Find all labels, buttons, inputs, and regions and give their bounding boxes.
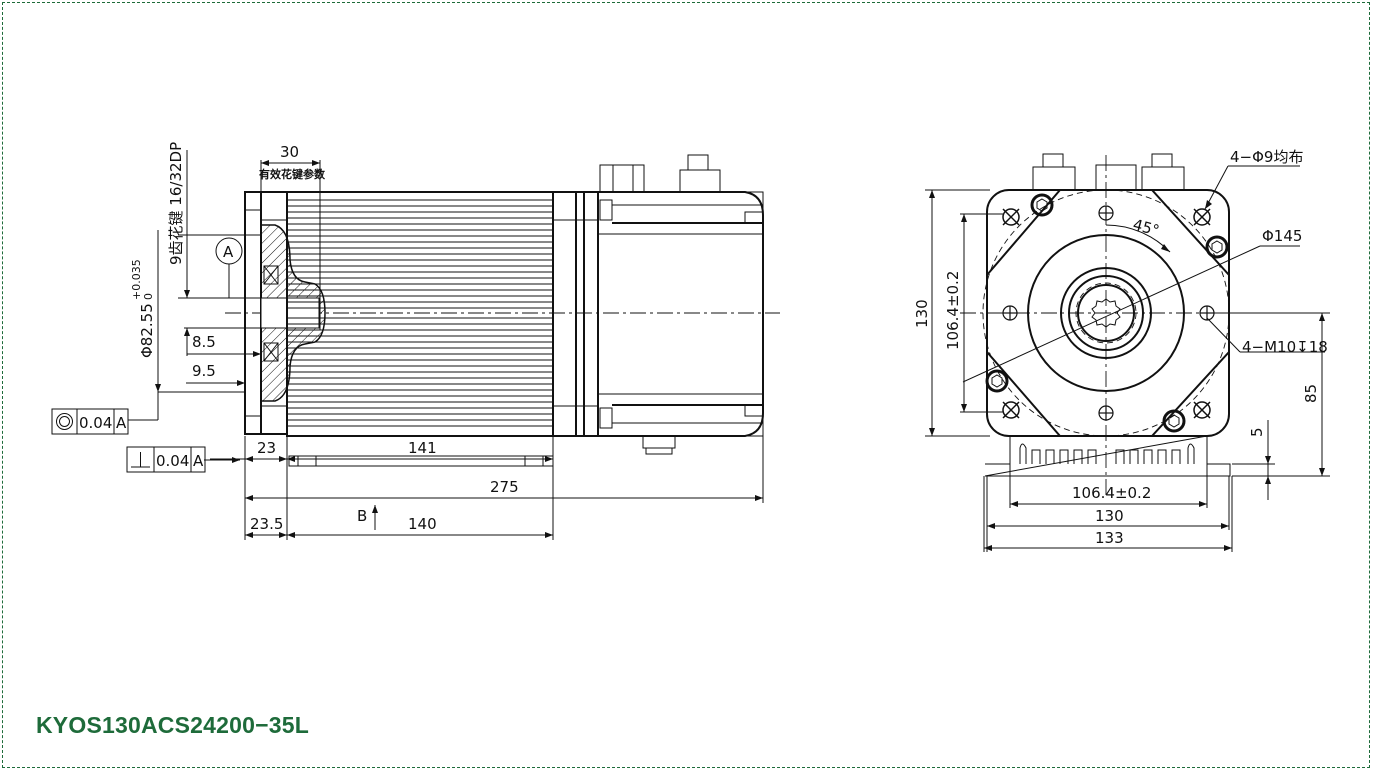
pilot-diameter: Φ82.55	[138, 303, 156, 358]
horiz-106: 106.4±0.2	[1072, 484, 1151, 502]
pilot-tol-lower: 0	[142, 293, 155, 300]
dim-140: 140	[408, 515, 437, 533]
spline-note: 9齿花键 16/32DP	[167, 142, 185, 265]
bolt-circle-diameter: Φ145	[1262, 227, 1302, 245]
view-b-label: B	[357, 507, 367, 525]
spline-effective-note: 有效花键参数	[259, 167, 326, 181]
concentricity-tol: 0.04	[79, 414, 112, 432]
vert-106: 106.4±0.2	[944, 271, 962, 350]
width-130: 130	[1095, 507, 1124, 525]
dim-23-5: 23.5	[250, 515, 283, 533]
dim-9-5: 9.5	[192, 362, 216, 380]
dim-141: 141	[408, 439, 437, 457]
perpendicularity-datum: A	[193, 452, 204, 470]
datum-a-label: A	[223, 243, 234, 261]
dim-8-5: 8.5	[192, 333, 216, 351]
pilot-tol-upper: +0.035	[130, 259, 143, 300]
dim-5: 5	[1248, 427, 1266, 437]
thread-note: 4−M10↧18	[1242, 338, 1328, 356]
end-view	[925, 153, 1330, 552]
dim-30: 30	[280, 143, 299, 161]
dim-275: 275	[490, 478, 519, 496]
dim-23: 23	[257, 439, 276, 457]
angle-45: 45°	[1131, 215, 1161, 239]
height-130: 130	[913, 299, 931, 328]
width-133: 133	[1095, 529, 1124, 547]
hole-note: 4−Φ9均布	[1230, 148, 1303, 166]
perpendicularity-tol: 0.04	[156, 452, 189, 470]
dim-85: 85	[1302, 384, 1320, 403]
concentricity-datum: A	[116, 414, 127, 432]
side-view	[51, 150, 780, 540]
model-number: KYOS130ACS24200−35L	[36, 712, 309, 738]
